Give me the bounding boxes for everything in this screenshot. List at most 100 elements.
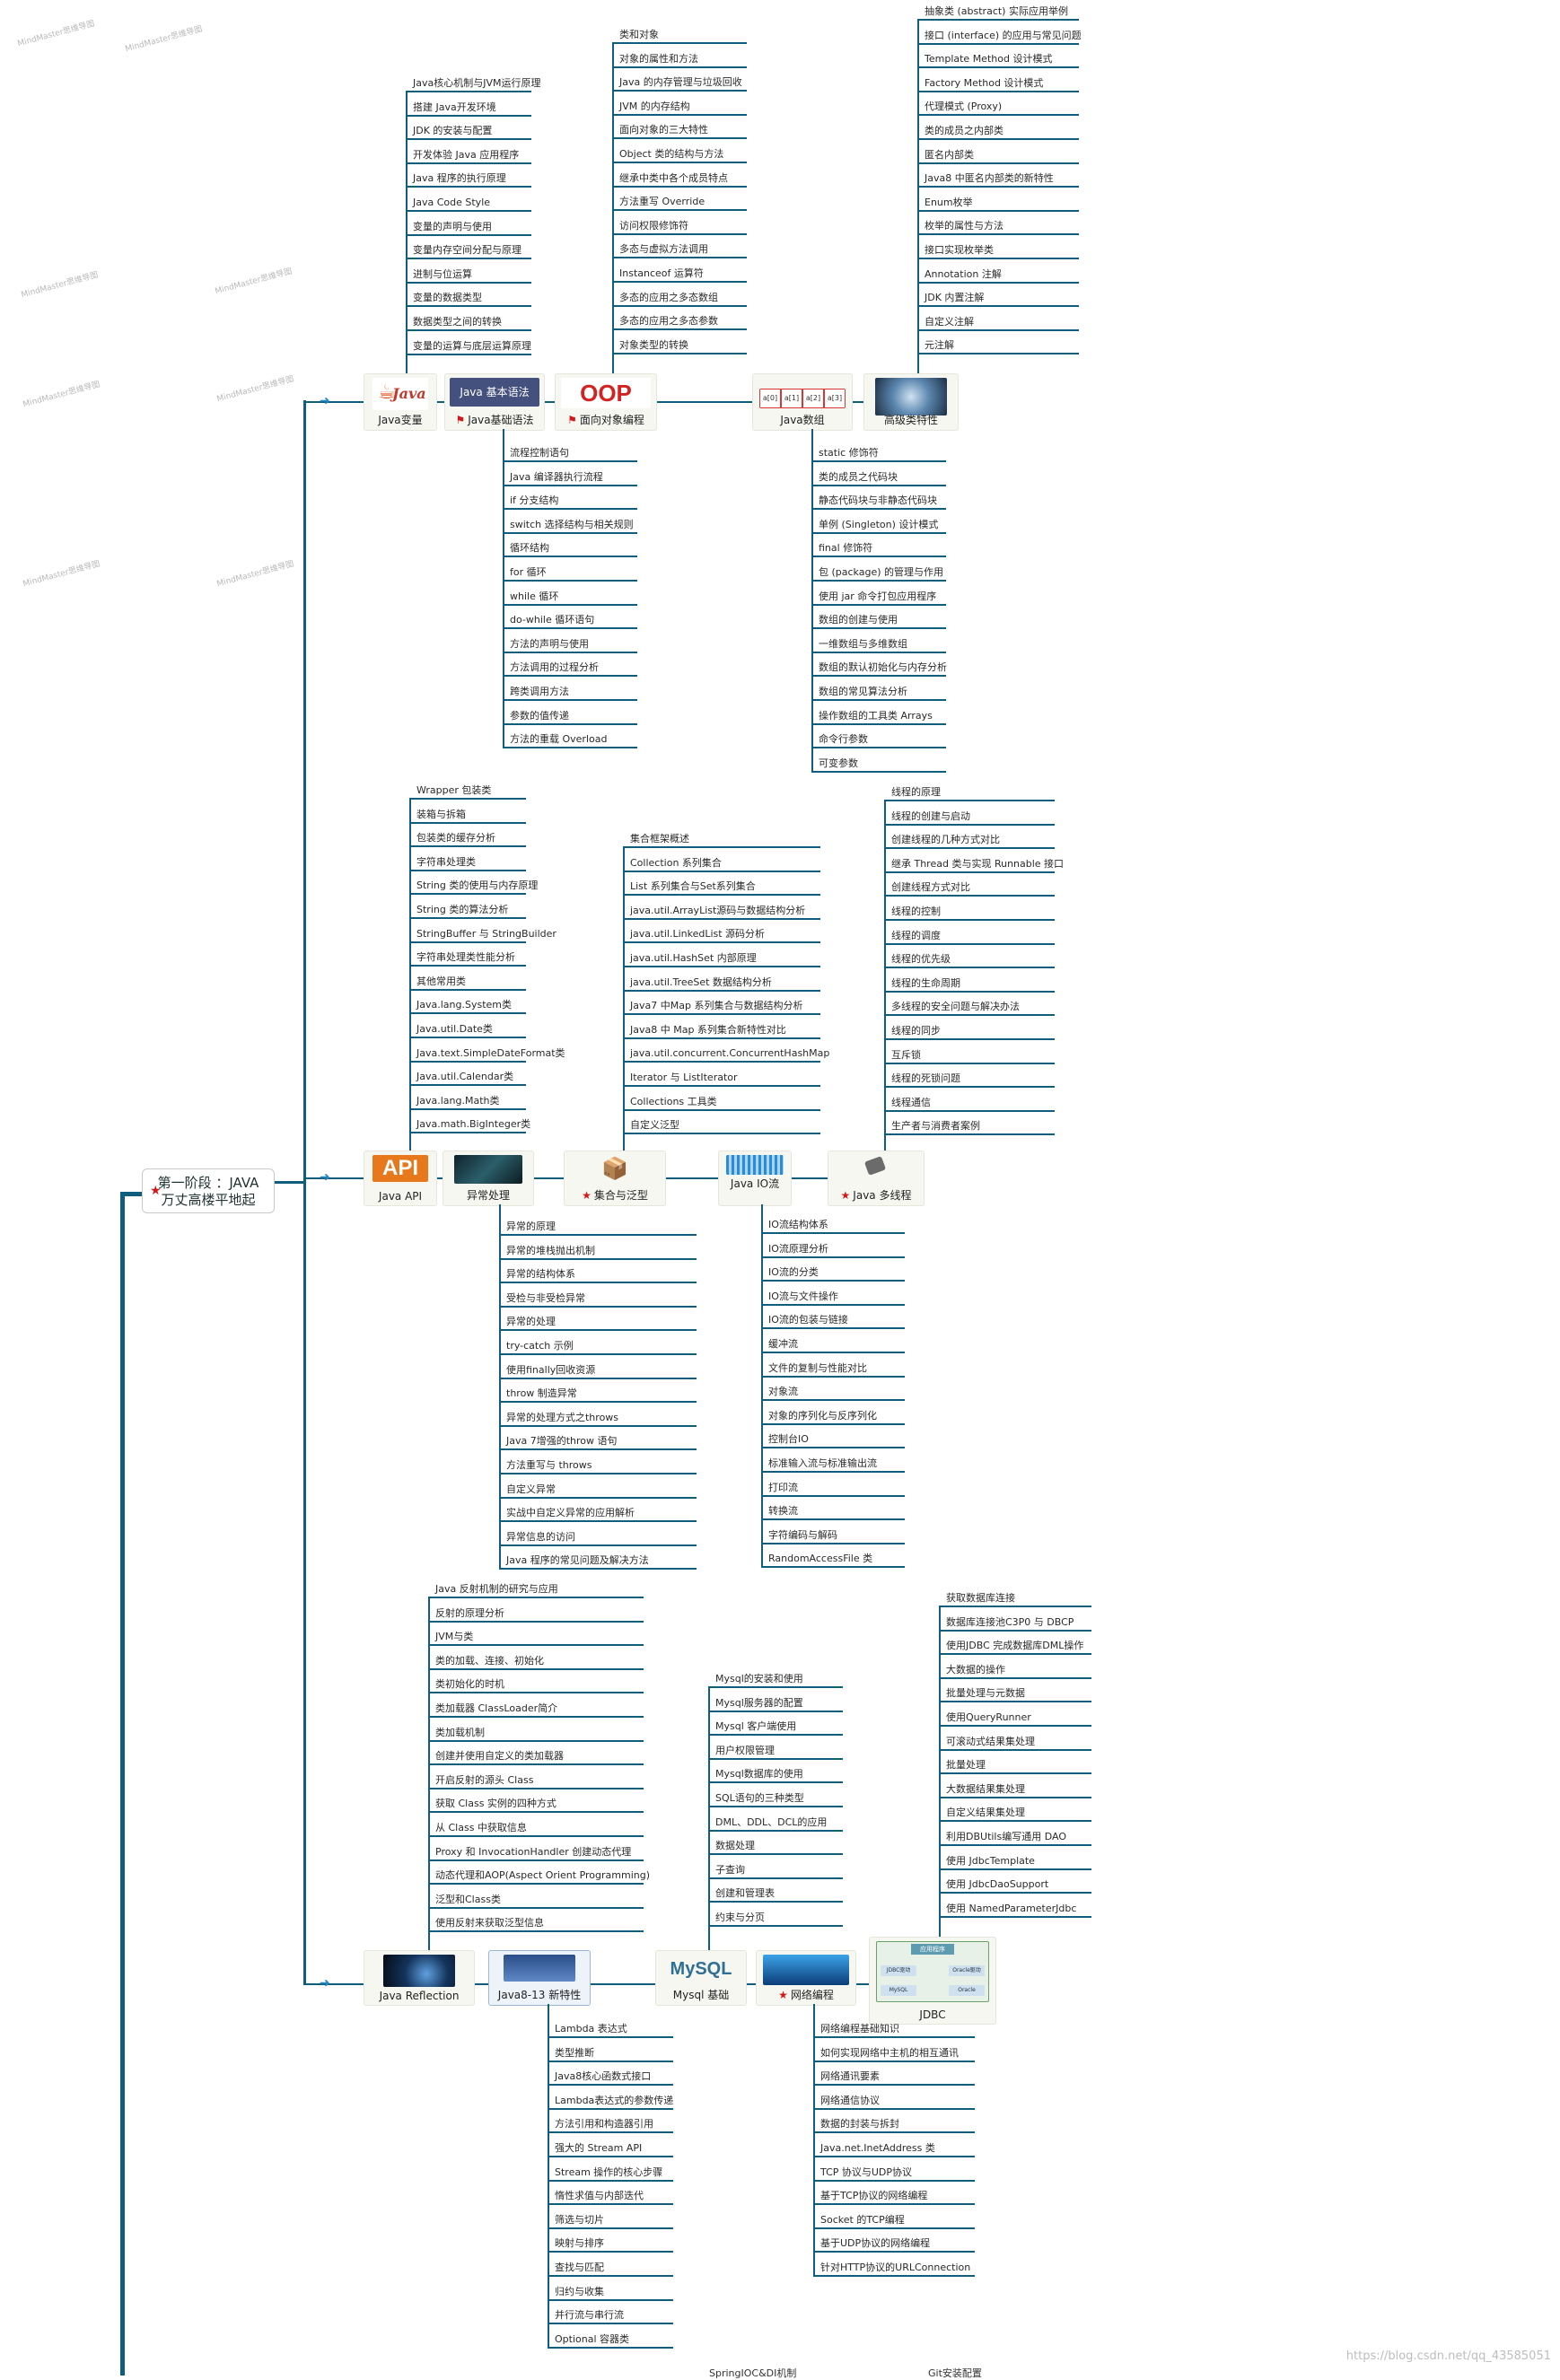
subtopic-item[interactable]: throw 制造异常 — [506, 1387, 577, 1400]
subtopic-item[interactable]: 抽象类 (abstract) 实际应用举例 — [925, 5, 1068, 17]
subtopic-item[interactable]: 实战中自定义异常的应用解析 — [506, 1507, 635, 1519]
subtopic-item[interactable]: Java7 中Map 系列集合与数据结构分析 — [630, 1000, 803, 1012]
subtopic-item[interactable]: RandomAccessFile 类 — [768, 1553, 873, 1565]
subtopic-item[interactable]: 对象类型的转换 — [619, 338, 688, 351]
subtopic-item[interactable]: 可滚动式结果集处理 — [946, 1735, 1035, 1747]
subtopic-item[interactable]: Stream 操作的核心步骤 — [555, 2166, 663, 2178]
subtopic-item[interactable]: 方法重写与 throws — [506, 1459, 592, 1471]
subtopic-item[interactable]: 如何实现网络中主机的相互通讯 — [820, 2046, 959, 2059]
subtopic-item[interactable]: Java 的内存管理与垃圾回收 — [619, 76, 742, 89]
subtopic-item[interactable]: 自定义泛型 — [630, 1119, 679, 1132]
subtopic-item[interactable]: 使用 JdbcTemplate — [946, 1854, 1035, 1867]
topic-java-variables[interactable]: ☕ Java Java变量 — [364, 373, 437, 431]
subtopic-item[interactable]: Mysql服务器的配置 — [715, 1696, 803, 1709]
subtopic-item[interactable]: Lambda表达式的参数传递 — [555, 2094, 674, 2106]
topic-java-basic-syntax[interactable]: Java 基本语法 Java基础语法 — [444, 373, 545, 431]
subtopic-item[interactable]: SQL语句的三种类型 — [715, 1792, 804, 1804]
expand-arrow-icon[interactable]: ➜ — [320, 1976, 330, 1991]
subtopic-item[interactable]: 大数据结果集处理 — [946, 1782, 1025, 1795]
topic-oop[interactable]: OOP 面向对象编程 — [555, 373, 657, 431]
subtopic-item[interactable]: 数据处理 — [715, 1840, 755, 1852]
subtopic-item[interactable]: 缓冲流 — [768, 1338, 798, 1350]
subtopic-item[interactable]: 命令行参数 — [819, 733, 868, 746]
subtopic-item[interactable]: 惰性求值与内部迭代 — [555, 2190, 644, 2202]
subtopic-item[interactable]: 流程控制语句 — [510, 447, 569, 459]
subtopic-item[interactable]: Java 反射机制的研究与应用 — [435, 1583, 558, 1595]
subtopic-item[interactable]: Java核心机制与JVM运行原理 — [413, 77, 541, 89]
subtopic-item[interactable]: Java.math.BigInteger类 — [416, 1118, 531, 1131]
subtopic-item[interactable]: 异常的结构体系 — [506, 1268, 575, 1281]
subtopic-item[interactable]: 包 (package) 的管理与作用 — [819, 566, 944, 578]
subtopic-item[interactable]: 数据库连接池C3P0 与 DBCP — [946, 1615, 1074, 1628]
subtopic-item[interactable]: switch 选择结构与相关规则 — [510, 518, 634, 530]
subtopic-item[interactable]: 使用 JdbcDaoSupport — [946, 1878, 1049, 1891]
subtopic-item[interactable]: 面向对象的三大特性 — [619, 124, 708, 136]
subtopic-item[interactable]: 异常信息的访问 — [506, 1530, 575, 1543]
subtopic-item[interactable]: IO流的分类 — [768, 1266, 819, 1279]
subtopic-item[interactable]: Java.net.InetAddress 类 — [820, 2142, 935, 2154]
subtopic-item[interactable]: 线程的死锁问题 — [891, 1072, 960, 1085]
subtopic-item[interactable]: 多线程的安全问题与解决办法 — [891, 1001, 1020, 1013]
subtopic-item[interactable]: Java8 中匿名内部类的新特性 — [925, 172, 1054, 185]
subtopic-item[interactable]: Mysql数据库的使用 — [715, 1768, 803, 1781]
subtopic-item[interactable]: Java.util.Calendar类 — [416, 1071, 514, 1083]
subtopic-item[interactable]: 针对HTTP协议的URLConnection — [820, 2262, 971, 2273]
subtopic-item[interactable]: 接口 (interface) 的应用与常见问题 — [925, 29, 1082, 41]
subtopic-item[interactable]: 操作数组的工具类 Arrays — [819, 709, 933, 722]
subtopic-item[interactable]: Annotation 注解 — [925, 267, 1002, 280]
subtopic-item[interactable]: IO流原理分析 — [768, 1242, 828, 1255]
subtopic-item[interactable]: Java8 中 Map 系列集合新特性对比 — [630, 1023, 786, 1036]
topic-java8-13-features[interactable]: Java8-13 新特性 — [488, 1950, 591, 2006]
subtopic-item[interactable]: Optional 容器类 — [555, 2332, 630, 2345]
subtopic-item[interactable]: 大数据的操作 — [946, 1663, 1005, 1676]
subtopic-item[interactable]: 子查询 — [715, 1863, 745, 1876]
subtopic-item[interactable]: 变量内存空间分配与原理 — [413, 244, 521, 257]
subtopic-item[interactable]: try-catch 示例 — [506, 1340, 574, 1352]
subtopic-item[interactable]: 用户权限管理 — [715, 1744, 775, 1756]
subtopic-item[interactable]: 方法重写 Override — [619, 196, 706, 208]
topic-java-multithreading[interactable]: Java 多线程 — [828, 1151, 925, 1206]
subtopic-item[interactable]: 筛选与切片 — [555, 2213, 604, 2226]
subtopic-item[interactable]: static 修饰符 — [819, 447, 879, 459]
subtopic-item[interactable]: java.util.TreeSet 数据结构分析 — [630, 976, 772, 988]
subtopic-item[interactable]: 元注解 — [925, 339, 954, 352]
subtopic-item[interactable]: 进制与位运算 — [413, 267, 472, 280]
subtopic-item[interactable]: 使用 jar 命令打包应用程序 — [819, 590, 937, 602]
subtopic-item[interactable]: 批量处理 — [946, 1759, 986, 1772]
subtopic-item[interactable]: 循环结构 — [510, 542, 549, 555]
subtopic-item[interactable]: 类初始化的时机 — [435, 1678, 504, 1691]
subtopic-item[interactable]: 变量的数据类型 — [413, 292, 482, 304]
subtopic-item[interactable]: 约束与分页 — [715, 1912, 765, 1923]
subtopic-item[interactable]: 装箱与拆箱 — [416, 808, 466, 820]
subtopic-item[interactable]: 一维数组与多维数组 — [819, 637, 907, 650]
subtopic-item[interactable]: java.util.ArrayList源码与数据结构分析 — [630, 904, 806, 916]
subtopic-item[interactable]: Iterator 与 ListIterator — [630, 1072, 738, 1083]
subtopic-item[interactable]: Mysql 客户端使用 — [715, 1720, 797, 1733]
topic-exception-handling[interactable]: 异常处理 — [443, 1151, 534, 1206]
subtopic-item[interactable]: Lambda 表达式 — [555, 2023, 627, 2034]
expand-arrow-icon[interactable]: ➜ — [320, 1170, 330, 1185]
subtopic-item[interactable]: Object 类的结构与方法 — [619, 148, 724, 160]
subtopic-item[interactable]: 控制台IO — [768, 1433, 809, 1446]
subtopic-item[interactable]: 匿名内部类 — [925, 148, 974, 161]
subtopic-item[interactable]: 受检与非受检异常 — [506, 1291, 585, 1304]
topic-java-api[interactable]: API Java API — [364, 1151, 437, 1206]
subtopic-item[interactable]: 基于TCP协议的网络编程 — [820, 2190, 928, 2202]
subtopic-item[interactable]: 接口实现枚举类 — [925, 244, 994, 256]
subtopic-item[interactable]: 参数的值传递 — [510, 709, 569, 722]
subtopic-item[interactable]: 多态的应用之多态数组 — [619, 291, 718, 303]
subtopic-item[interactable]: 打印流 — [768, 1481, 798, 1493]
subtopic-item[interactable]: 集合框架概述 — [630, 833, 689, 844]
footer-right-topic[interactable]: Git安装配置 — [928, 2367, 982, 2379]
subtopic-item[interactable]: 动态代理和AOP(Aspect Orient Programming) — [435, 1869, 650, 1882]
subtopic-item[interactable]: String 类的使用与内存原理 — [416, 879, 539, 892]
subtopic-item[interactable]: 强大的 Stream API — [555, 2142, 643, 2154]
subtopic-item[interactable]: 线程的优先级 — [891, 953, 951, 966]
subtopic-item[interactable]: 变量的运算与底层运算原理 — [413, 339, 531, 352]
topic-mysql-basics[interactable]: MySQL Mysql 基础 — [655, 1950, 747, 2006]
subtopic-item[interactable]: 包装类的缓存分析 — [416, 832, 495, 844]
subtopic-item[interactable]: Socket 的TCP编程 — [820, 2213, 905, 2226]
subtopic-item[interactable]: 数组的默认初始化与内存分析 — [819, 661, 947, 674]
subtopic-item[interactable]: 继承中类中各个成员特点 — [619, 171, 728, 184]
subtopic-item[interactable]: Java8核心函数式接口 — [555, 2070, 652, 2083]
